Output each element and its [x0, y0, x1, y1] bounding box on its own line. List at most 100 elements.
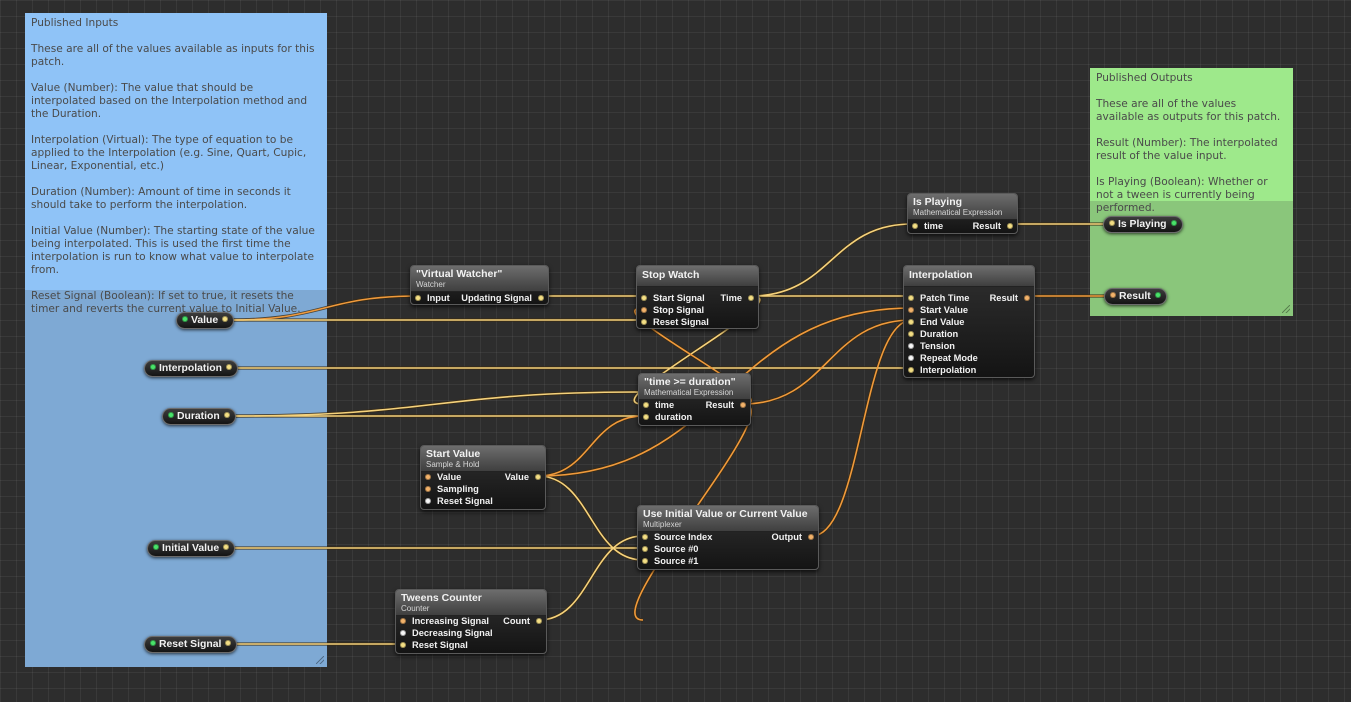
- port-end-value[interactable]: End Value: [908, 316, 964, 328]
- patch-header[interactable]: "time >= duration" Mathematical Expressi…: [639, 374, 750, 400]
- patch-interpolation[interactable]: Interpolation Patch Time Start Value End…: [903, 265, 1035, 378]
- patch-multiplexer[interactable]: Use Initial Value or Current Value Multi…: [637, 505, 819, 570]
- published-input-value[interactable]: Value: [176, 312, 235, 329]
- port-source-index[interactable]: Source Index: [642, 531, 712, 543]
- port-dot[interactable]: [908, 366, 914, 373]
- port-dot[interactable]: [908, 342, 914, 349]
- port-dot[interactable]: [808, 533, 814, 540]
- port-dot[interactable]: [153, 544, 159, 551]
- patch-stop-watch[interactable]: Stop Watch Start Signal Stop Signal Rese…: [636, 265, 759, 329]
- wire[interactable]: [537, 415, 644, 477]
- port-decreasing-signal[interactable]: Decreasing Signal: [400, 627, 493, 639]
- port-duration[interactable]: duration: [643, 411, 692, 423]
- port-dot[interactable]: [425, 473, 431, 480]
- port-input[interactable]: Input: [415, 292, 450, 304]
- port-value-out[interactable]: Value: [505, 471, 541, 483]
- port-dot[interactable]: [425, 485, 431, 492]
- patch-header[interactable]: Stop Watch: [637, 266, 758, 287]
- port-dot[interactable]: [643, 401, 649, 408]
- port-dot[interactable]: [642, 557, 648, 564]
- port-repeat-mode[interactable]: Repeat Mode: [908, 352, 978, 364]
- port-dot[interactable]: [538, 294, 544, 301]
- port-dot[interactable]: [908, 330, 914, 337]
- patch-header[interactable]: Is Playing Mathematical Expression: [908, 194, 1017, 220]
- wire[interactable]: [811, 319, 913, 537]
- patch-header[interactable]: Start Value Sample & Hold: [421, 446, 545, 472]
- published-input-initial-value[interactable]: Initial Value: [147, 540, 236, 557]
- patch-header[interactable]: Tweens Counter Counter: [396, 590, 546, 616]
- port-tension[interactable]: Tension: [908, 340, 955, 352]
- patch-time-expression[interactable]: "time >= duration" Mathematical Expressi…: [638, 373, 751, 426]
- wire[interactable]: [633, 295, 761, 405]
- port-dot[interactable]: [1007, 222, 1013, 229]
- patch-start-value[interactable]: Start Value Sample & Hold Value Sampling…: [420, 445, 546, 510]
- port-dot[interactable]: [182, 316, 188, 323]
- port-interpolation[interactable]: Interpolation: [908, 364, 976, 376]
- port-dot[interactable]: [168, 412, 174, 419]
- port-dot[interactable]: [641, 294, 647, 301]
- port-reset-signal[interactable]: Reset Signal: [400, 639, 468, 651]
- port-dot[interactable]: [1110, 292, 1116, 299]
- port-dot[interactable]: [1170, 220, 1177, 227]
- port-dot[interactable]: [740, 401, 746, 408]
- port-start-value[interactable]: Start Value: [908, 304, 968, 316]
- wire[interactable]: [742, 319, 913, 405]
- port-reset-signal[interactable]: Reset Signal: [425, 495, 493, 507]
- port-dot[interactable]: [642, 545, 648, 552]
- port-dot[interactable]: [225, 640, 232, 647]
- port-dot[interactable]: [536, 617, 542, 624]
- port-dot[interactable]: [912, 222, 918, 229]
- port-dot[interactable]: [642, 533, 648, 540]
- port-result[interactable]: Result: [973, 220, 1013, 232]
- wire[interactable]: [538, 535, 644, 621]
- port-time[interactable]: Time: [720, 292, 754, 304]
- port-dot[interactable]: [150, 640, 156, 647]
- published-input-interpolation[interactable]: Interpolation: [144, 360, 238, 377]
- port-duration[interactable]: Duration: [908, 328, 958, 340]
- port-dot[interactable]: [1154, 292, 1161, 299]
- port-reset-signal[interactable]: Reset Signal: [641, 316, 709, 328]
- port-sampling[interactable]: Sampling: [425, 483, 479, 495]
- port-dot[interactable]: [1024, 294, 1030, 301]
- port-dot[interactable]: [748, 294, 754, 301]
- port-output[interactable]: Output: [772, 531, 814, 543]
- port-stop-signal[interactable]: Stop Signal: [641, 304, 704, 316]
- published-input-reset-signal[interactable]: Reset Signal: [144, 636, 238, 653]
- patch-is-playing[interactable]: Is Playing Mathematical Expression time …: [907, 193, 1018, 234]
- port-time[interactable]: time: [643, 399, 674, 411]
- port-patch-time[interactable]: Patch Time: [908, 292, 969, 304]
- port-result[interactable]: Result: [706, 399, 746, 411]
- port-dot[interactable]: [222, 316, 229, 323]
- port-result[interactable]: Result: [990, 292, 1030, 304]
- port-dot[interactable]: [400, 629, 406, 636]
- wire[interactable]: [230, 295, 419, 321]
- wire[interactable]: [537, 475, 644, 561]
- port-dot[interactable]: [225, 364, 232, 371]
- port-dot[interactable]: [641, 306, 647, 313]
- port-dot[interactable]: [223, 544, 230, 551]
- published-output-result[interactable]: Result: [1104, 288, 1167, 305]
- patch-header[interactable]: "Virtual Watcher" Watcher: [411, 266, 548, 292]
- patch-virtual-watcher[interactable]: "Virtual Watcher" Watcher Input Updating…: [410, 265, 549, 305]
- wire[interactable]: [230, 391, 644, 417]
- port-increasing-signal[interactable]: Increasing Signal: [400, 615, 489, 627]
- port-start-signal[interactable]: Start Signal: [641, 292, 705, 304]
- port-dot[interactable]: [400, 641, 406, 648]
- patch-tweens-counter[interactable]: Tweens Counter Counter Increasing Signal…: [395, 589, 547, 654]
- port-dot[interactable]: [908, 354, 914, 361]
- port-count[interactable]: Count: [503, 615, 542, 627]
- port-dot[interactable]: [908, 306, 914, 313]
- port-dot[interactable]: [908, 294, 914, 301]
- note-resize-handle[interactable]: [1282, 305, 1290, 313]
- port-dot[interactable]: [641, 318, 647, 325]
- port-source-1[interactable]: Source #1: [642, 555, 698, 567]
- patch-header[interactable]: Use Initial Value or Current Value Multi…: [638, 506, 818, 532]
- port-source-0[interactable]: Source #0: [642, 543, 698, 555]
- port-dot[interactable]: [415, 294, 421, 301]
- port-dot[interactable]: [150, 364, 156, 371]
- wire[interactable]: [750, 223, 913, 297]
- port-updating-signal[interactable]: Updating Signal: [461, 292, 544, 304]
- port-dot[interactable]: [908, 318, 914, 325]
- port-dot[interactable]: [425, 497, 431, 504]
